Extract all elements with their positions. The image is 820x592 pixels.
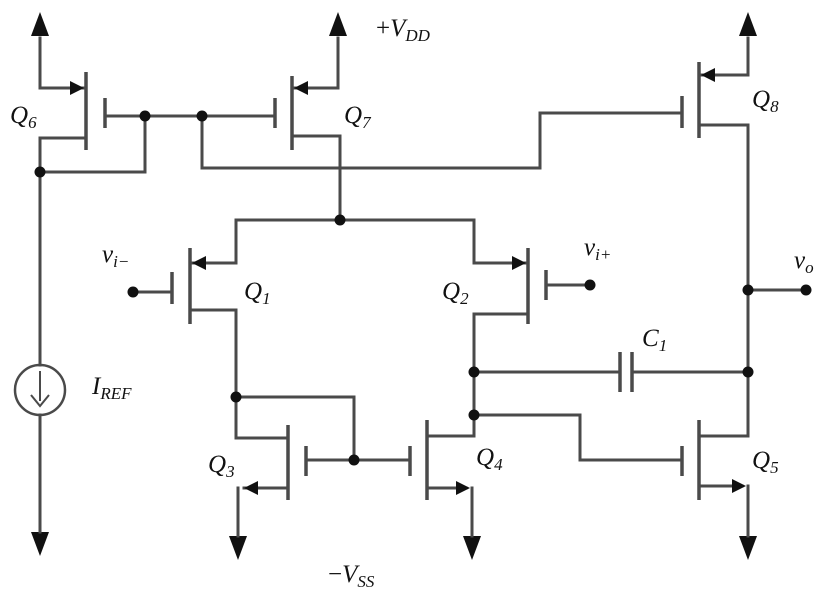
- label-q8: Q8: [752, 86, 779, 116]
- capacitor-c1: [618, 352, 750, 392]
- label-q6: Q6: [10, 102, 37, 132]
- label-c1: C1: [642, 325, 667, 355]
- transistor-q4: [408, 413, 476, 538]
- label-q3: Q3: [208, 451, 235, 481]
- vss-arrow-iref: [31, 532, 49, 556]
- bias-wires: [38, 111, 684, 534]
- vdd-supply-arrows: [31, 12, 757, 90]
- junction-stage1-out: [468, 409, 480, 421]
- junction-q3-drain: [230, 391, 242, 403]
- junction-bias-line: [196, 110, 208, 122]
- junction-dots: [34, 110, 812, 466]
- vdd-arrow-q7: [329, 12, 347, 36]
- vdd-arrow-q6: [31, 12, 49, 36]
- terminal-vin-minus: [127, 286, 139, 298]
- tail-wires: [234, 218, 476, 265]
- label-vdd: +VDD: [376, 15, 431, 45]
- transistor-q7: [273, 76, 342, 222]
- label-q1: Q1: [244, 278, 271, 308]
- junction-mirror-gate: [348, 454, 360, 466]
- junction-tail-node: [334, 214, 346, 226]
- vss-arrow-q5: [739, 536, 757, 560]
- current-source-iref: [13, 363, 67, 417]
- label-q2: Q2: [442, 278, 469, 308]
- label-q5: Q5: [752, 447, 779, 477]
- label-q7: Q7: [344, 102, 372, 132]
- vdd-arrow-q8: [739, 12, 757, 36]
- label-vin-minus: vi−: [102, 241, 129, 271]
- transistor-q6: [38, 72, 277, 174]
- terminal-vin-plus: [584, 279, 596, 291]
- transistor-q1: [131, 248, 238, 399]
- junction-q6-drain: [34, 166, 46, 178]
- label-iref: IREF: [91, 373, 132, 403]
- vss-supply-arrows: [31, 532, 757, 560]
- vss-arrow-q4: [463, 536, 481, 560]
- terminal-vout: [800, 284, 812, 296]
- junction-q6-gate: [139, 110, 151, 122]
- label-vin-plus: vi+: [584, 234, 611, 264]
- transistor-q5: [680, 123, 750, 538]
- transistor-q3: [234, 395, 412, 538]
- junction-c1-right: [742, 366, 754, 378]
- transistor-q2: [472, 248, 592, 417]
- vss-arrow-q3: [229, 536, 247, 560]
- junction-vout: [742, 284, 754, 296]
- transistor-q8: [680, 62, 750, 138]
- label-vss: −VSS: [328, 561, 375, 591]
- stage1-output-wires: [472, 370, 684, 462]
- junction-c1-left: [468, 366, 480, 378]
- label-vout: vo: [794, 247, 814, 277]
- label-q4: Q4: [476, 444, 503, 474]
